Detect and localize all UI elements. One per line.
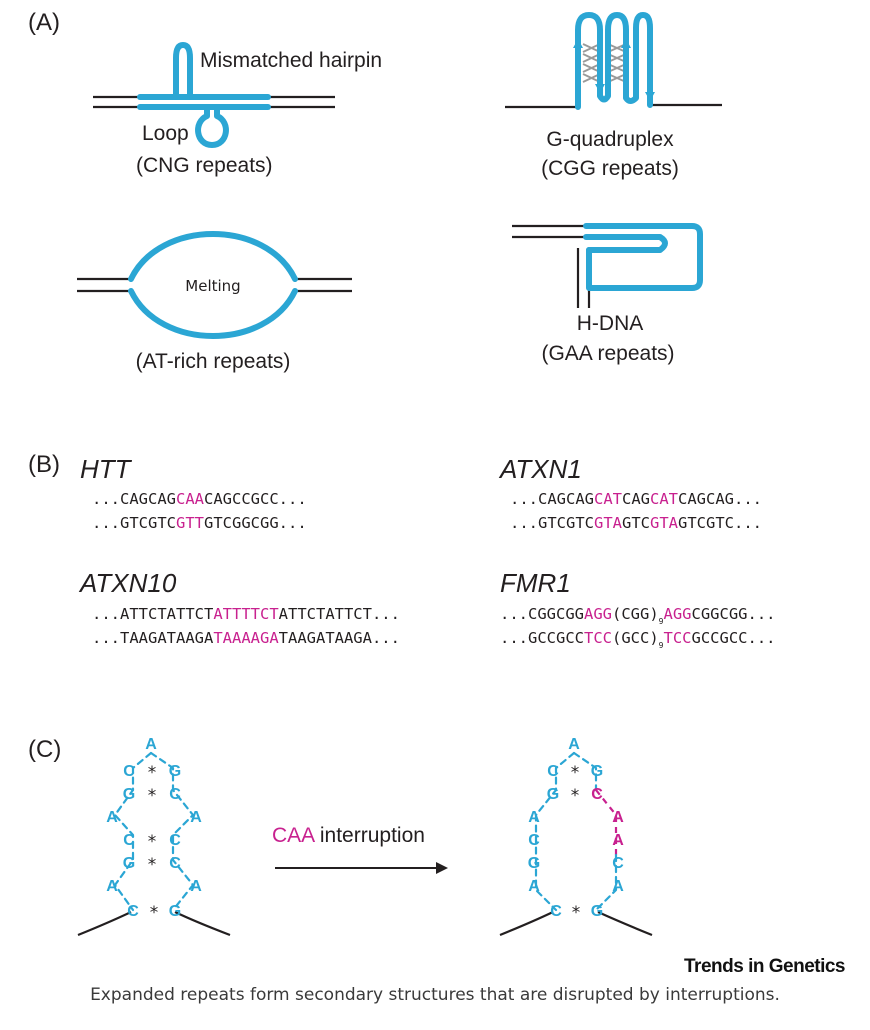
base-pair-marker: * <box>571 786 580 806</box>
base-pair-marker: * <box>150 903 159 923</box>
atxn10-top-strand: ...ATTCTATTCTATTTTCTATTCTATTCT... <box>92 605 400 623</box>
nucleotide-base: G <box>547 786 559 803</box>
melting-label: Melting <box>185 277 240 295</box>
right-apex-base: A <box>568 736 580 753</box>
nucleotide-base: C <box>591 786 603 803</box>
base-pair-marker: * <box>148 786 157 806</box>
nucleotide-base: C <box>169 832 181 849</box>
nucleotide-base: A <box>190 809 202 826</box>
fmr1-bottom-strand: ...GCCGCCTCC(GCC)9TCCGCCGCC... <box>500 629 776 650</box>
left-apex-base: A <box>145 736 157 753</box>
panel-a-label: (A) <box>28 9 60 36</box>
nucleotide-base: A <box>106 809 118 826</box>
nucleotide-base: G <box>169 763 181 780</box>
nucleotide-base: C <box>547 763 559 780</box>
atxn10-bottom-strand: ...TAAGATAAGATAAAAGATAAGATAAGA... <box>92 629 400 647</box>
base-pair-marker: * <box>148 763 157 783</box>
panel-b-label: (B) <box>28 451 60 478</box>
g-quadruplex-diagram <box>505 12 722 110</box>
nucleotide-base: G <box>123 786 135 803</box>
fmr1-top-strand: ...CGGCGGAGG(CGG)9AGGCGGCGG... <box>500 605 776 626</box>
at-rich-repeats-label: (AT-rich repeats) <box>136 350 291 373</box>
left-hairpin: A C G A C G A C G C A C C A G * * * * * <box>77 736 231 937</box>
base-pair-marker: * <box>148 855 157 875</box>
figure-caption: Expanded repeats form secondary structur… <box>90 985 780 1005</box>
nucleotide-base: C <box>169 855 181 872</box>
gene-atxn1: ATXN1 <box>498 454 582 484</box>
gene-htt: HTT <box>80 454 133 484</box>
nucleotide-base: A <box>612 832 624 849</box>
gene-atxn10: ATXN10 <box>78 568 177 598</box>
nucleotide-base: A <box>612 878 624 895</box>
nucleotide-base: C <box>550 903 562 920</box>
nucleotide-base: C <box>123 832 135 849</box>
loop-label: Loop <box>142 122 189 145</box>
cng-repeats-label: (CNG repeats) <box>136 154 273 177</box>
nucleotide-base: A <box>528 809 540 826</box>
nucleotide-base: G <box>123 855 135 872</box>
nucleotide-base: G <box>528 855 540 872</box>
nucleotide-base: C <box>169 786 181 803</box>
melting-bubble-diagram <box>77 231 352 339</box>
hairpin-label: Mismatched hairpin <box>200 49 382 72</box>
nucleotide-base: G <box>169 903 181 920</box>
nucleotide-base: A <box>612 809 624 826</box>
base-pair-marker: * <box>148 832 157 852</box>
nucleotide-base: C <box>528 832 540 849</box>
h-dna-label: H-DNA <box>577 312 644 335</box>
htt-top-strand: ...CAGCAGCAACAGCCGCC... <box>92 490 307 508</box>
cgg-repeats-label: (CGG repeats) <box>541 157 679 180</box>
gaa-repeats-label: (GAA repeats) <box>541 342 674 365</box>
g-quadruplex-label: G-quadruplex <box>546 128 674 151</box>
nucleotide-base: A <box>190 878 202 895</box>
nucleotide-base: G <box>591 763 603 780</box>
nucleotide-base: G <box>591 903 603 920</box>
atxn1-top-strand: ...CAGCAGCATCAGCATCAGCAG... <box>510 490 762 508</box>
htt-bottom-strand: ...GTCGTCGTTGTCGGCGG... <box>92 514 307 532</box>
figure: (A) Mismatched hairpin Loop (CNG repeats… <box>28 9 846 977</box>
base-pair-marker: * <box>572 903 581 923</box>
panel-c-label: (C) <box>28 736 61 763</box>
interruption-arrow <box>275 862 448 874</box>
nucleotide-base: C <box>127 903 139 920</box>
h-dna-diagram <box>512 223 703 308</box>
atxn1-bottom-strand: ...GTCGTCGTAGTCGTAGTCGTC... <box>510 514 762 532</box>
interruption-label: CAA interruption <box>272 824 425 847</box>
nucleotide-base: C <box>612 855 624 872</box>
right-hairpin: A C G A C G A C G C A A C A G * * * <box>499 736 653 937</box>
journal-label: Trends in Genetics <box>684 956 845 977</box>
nucleotide-base: A <box>528 878 540 895</box>
nucleotide-base: A <box>106 878 118 895</box>
nucleotide-base: C <box>123 763 135 780</box>
base-pair-marker: * <box>571 763 580 783</box>
gene-fmr1: FMR1 <box>500 568 571 598</box>
mismatched-hairpin-diagram <box>93 42 335 148</box>
